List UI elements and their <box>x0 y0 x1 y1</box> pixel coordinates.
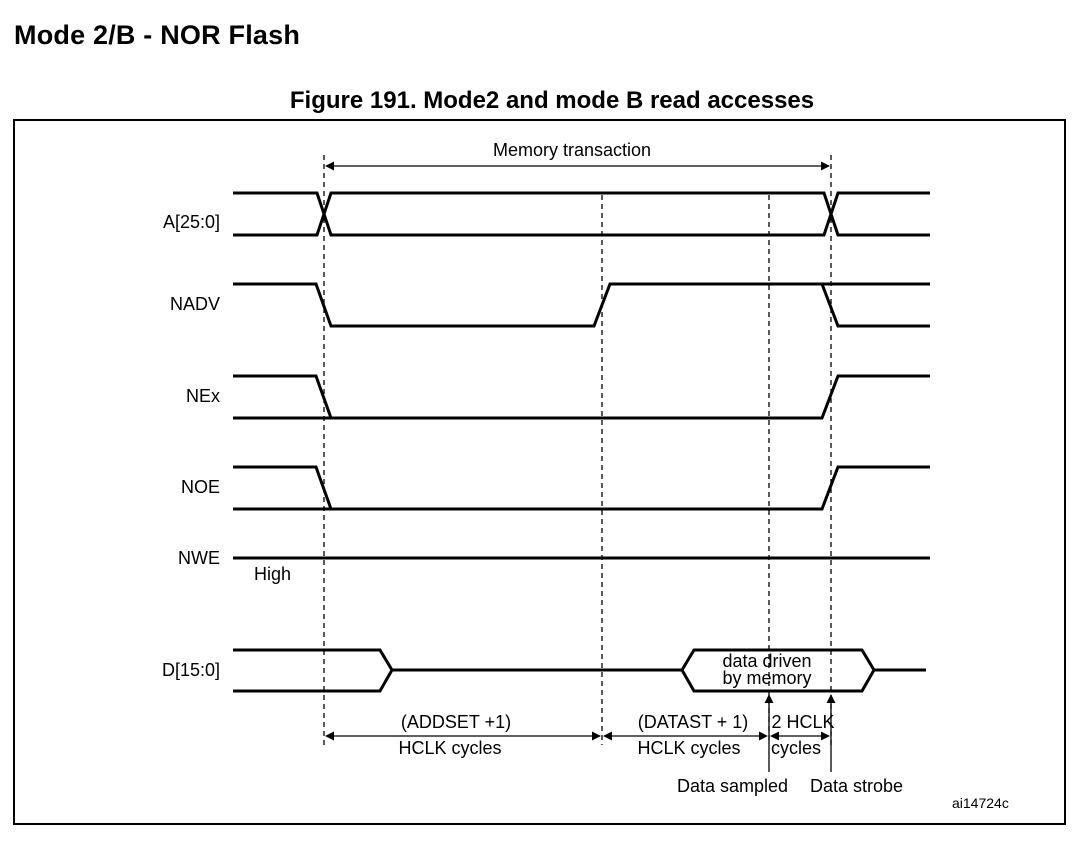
figure-caption: Figure 191. Mode2 and mode B read access… <box>289 87 815 114</box>
data-strobe-label: Data strobe <box>810 776 903 796</box>
waveform-nadv-end <box>820 283 930 328</box>
nwe-state-note: High <box>254 564 291 584</box>
two-hclk-label-line1: 2 HCLK <box>771 712 834 732</box>
addset-label-line2: HCLK cycles <box>398 738 501 758</box>
waveform-data <box>233 648 926 693</box>
data-sampled-label: Data sampled <box>677 776 788 796</box>
two-hclk-label-line2: cycles <box>771 738 821 758</box>
signal-label-noe: NOE <box>181 477 220 497</box>
figure-frame <box>13 119 1066 825</box>
data-box-line1: data driven <box>722 651 811 671</box>
signal-label-nex: NEx <box>186 386 220 406</box>
memory-transaction-label: Memory transaction <box>493 140 651 160</box>
signal-label-nwe: NWE <box>178 548 220 568</box>
waveform-nex <box>233 374 930 420</box>
waveform-address <box>233 191 930 237</box>
datast-label-line2: HCLK cycles <box>637 738 740 758</box>
figure-id: ai14724c <box>952 795 1009 811</box>
datast-label-line1: (DATAST + 1) <box>638 712 749 732</box>
addset-label-line1: (ADDSET +1) <box>401 712 511 732</box>
signal-label-nadv: NADV <box>170 294 220 314</box>
data-box-line2: by memory <box>722 668 811 688</box>
signal-label-address: A[25:0] <box>163 212 220 232</box>
waveform-nadv <box>233 282 930 328</box>
section-heading: Mode 2/B - NOR Flash <box>14 20 301 50</box>
signal-label-data: D[15:0] <box>162 660 220 680</box>
waveform-noe <box>233 465 930 511</box>
